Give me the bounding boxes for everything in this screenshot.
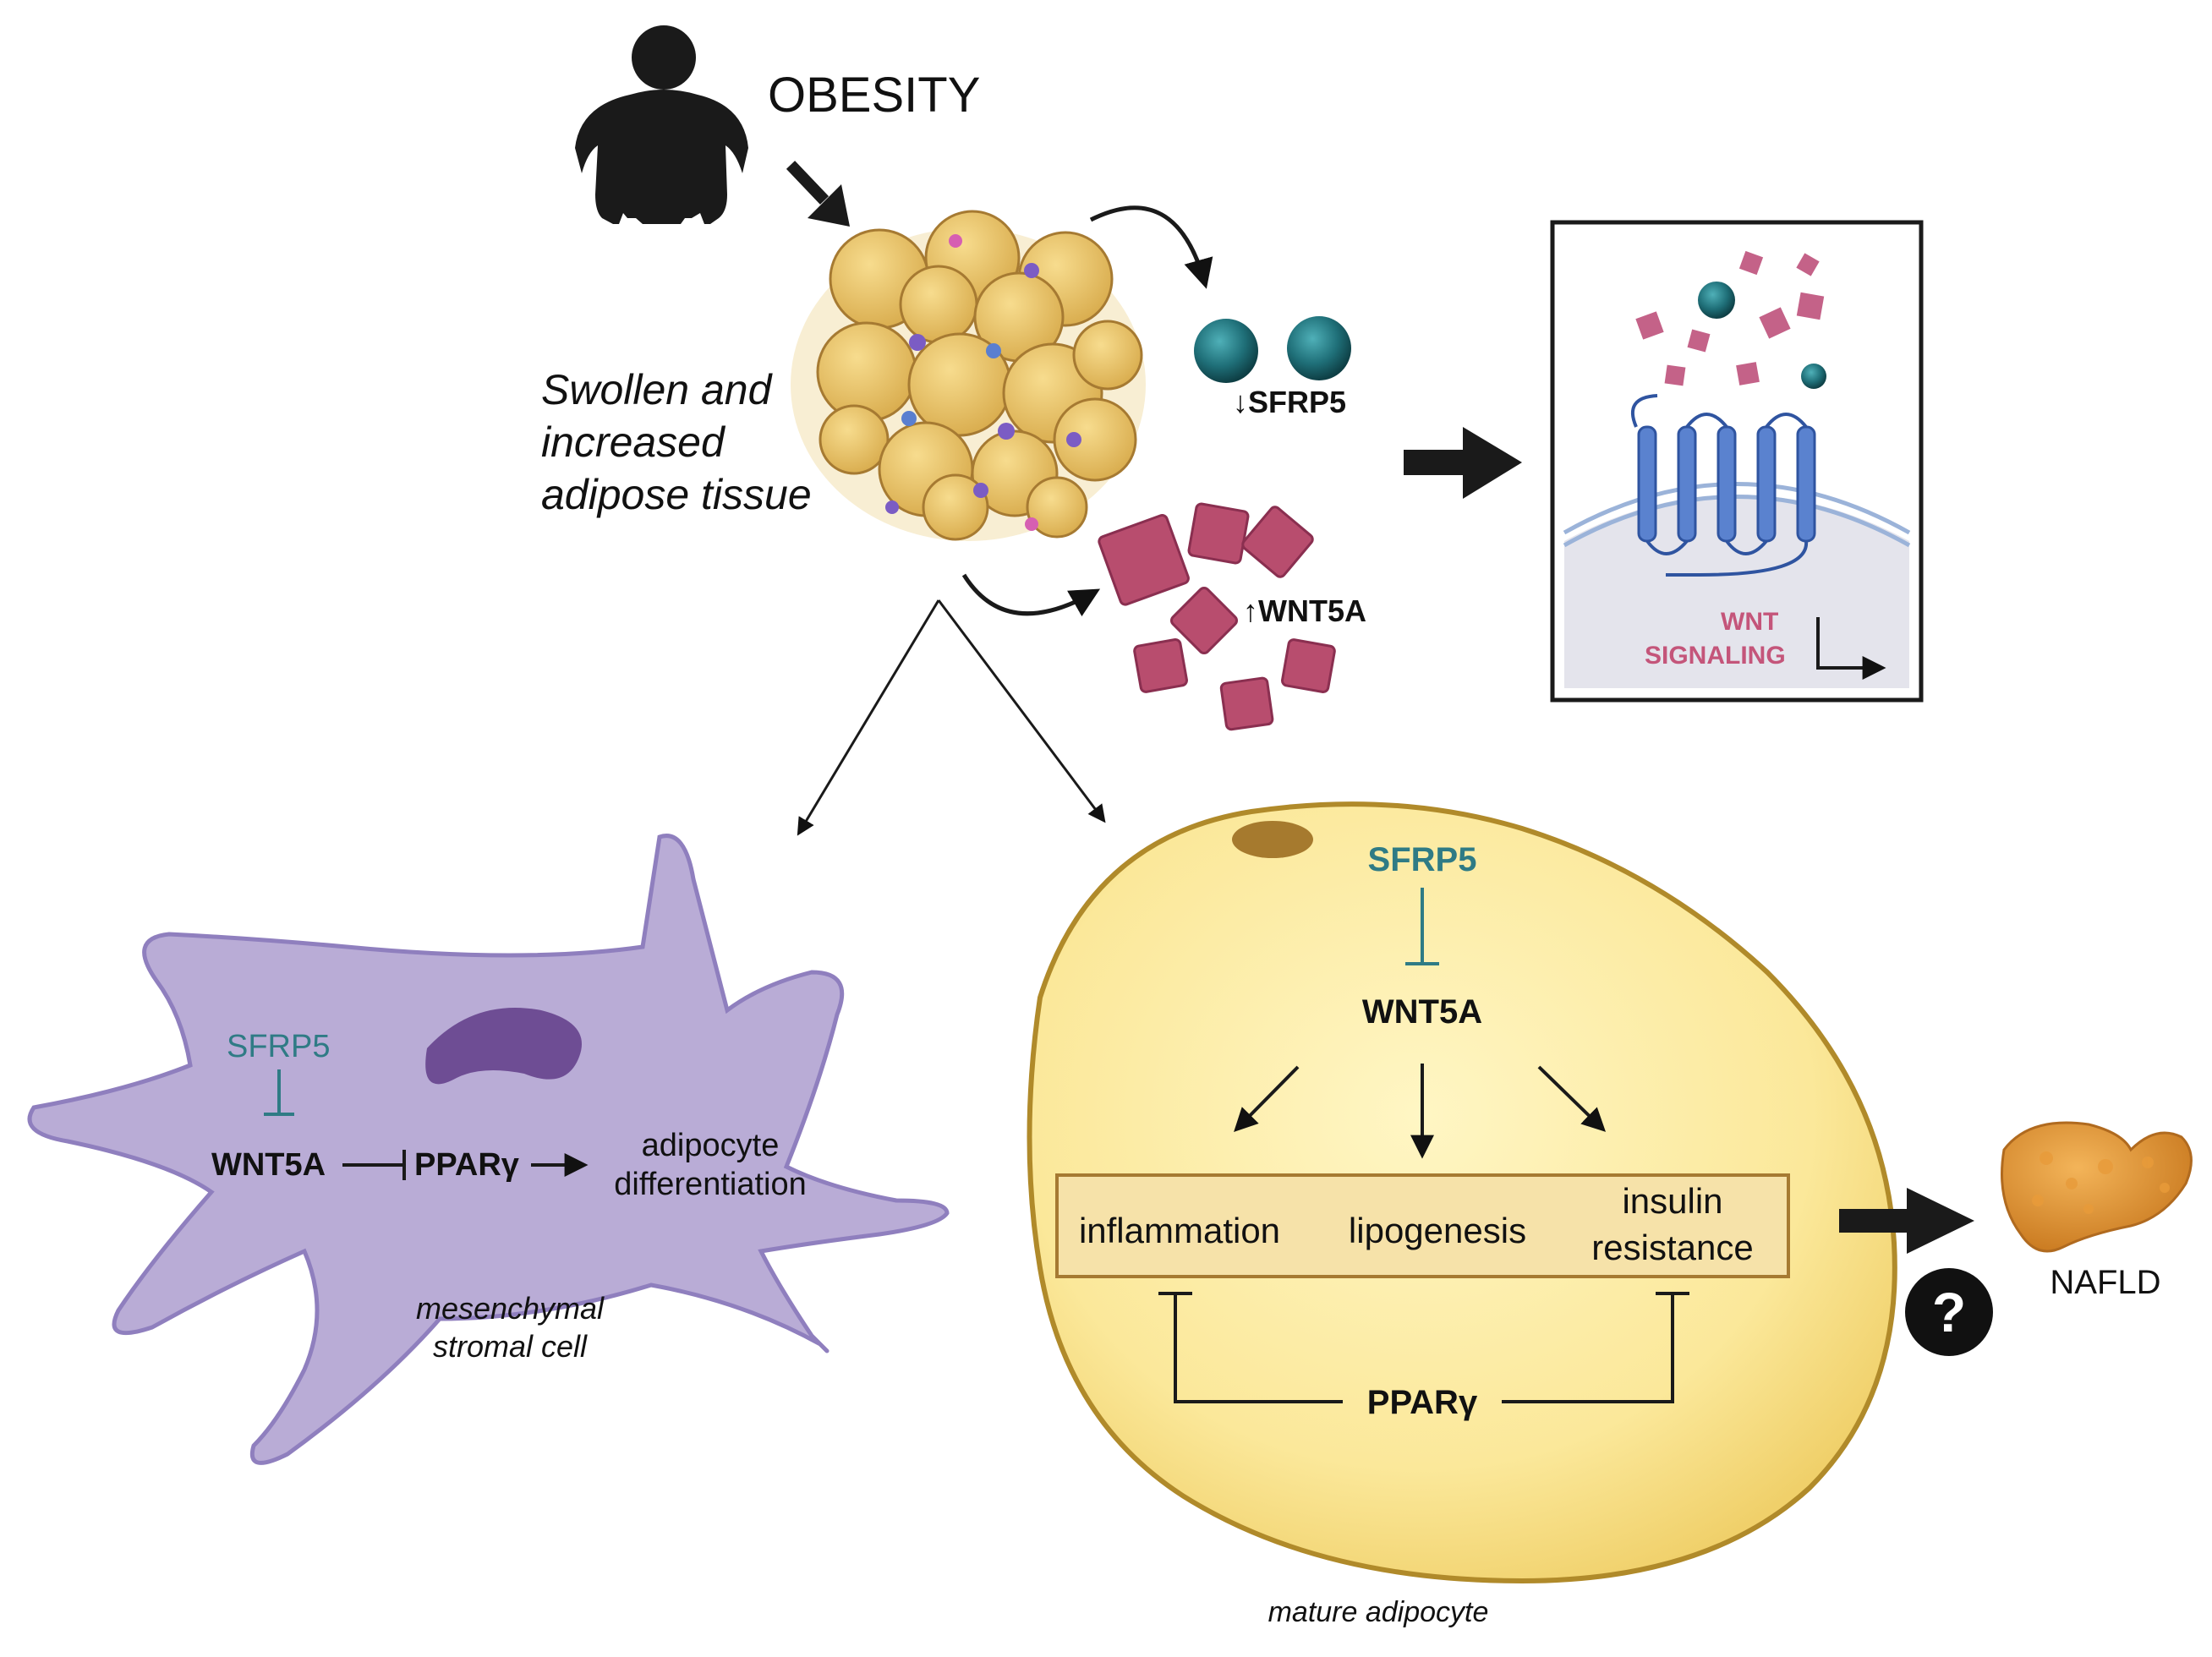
question-icon: ?	[1905, 1268, 1993, 1356]
wnt5a-squares	[1098, 502, 1336, 731]
sfrp5-decrease-label: ↓SFRP5	[1233, 385, 1346, 419]
msc-diff-line2: differentiation	[614, 1167, 806, 1202]
adipocyte-arrow-insulin	[1537, 1065, 1607, 1132]
msc-ppar-label: PPARγ	[414, 1147, 519, 1183]
effect-insulin-line1: insulin	[1622, 1181, 1722, 1221]
person-icon	[575, 25, 748, 224]
wnt-signaling-label-line1: WNT	[1721, 608, 1778, 636]
adipose-tissue-cluster	[791, 210, 1146, 541]
adipocyte-nucleus	[1232, 821, 1313, 858]
tissue-to-sfrp5-arrow	[1089, 205, 1213, 289]
wnt-signaling-box	[1550, 220, 1924, 703]
tissue-to-wnt5a-arrow	[961, 573, 1101, 617]
branch-arrow-to-adipocyte	[937, 599, 1106, 823]
adipocyte-arrow-inflammation	[1234, 1065, 1300, 1132]
adipocyte-sfrp5-label: SFRP5	[1368, 841, 1477, 878]
obesity-to-tissue-arrow	[786, 161, 850, 227]
to-wnt-signaling-arrow	[1404, 427, 1522, 499]
msc-caption-line1: mesenchymal	[416, 1291, 605, 1326]
msc-wnt5a-label: WNT5A	[211, 1147, 326, 1183]
sfrp5-spheres	[1194, 316, 1351, 383]
effect-insulin-line2: resistance	[1591, 1228, 1753, 1267]
wnt-signaling-label-line2: SIGNALING	[1645, 642, 1786, 670]
ppar-inhibition-bracket	[1158, 1292, 1689, 1403]
obesity-label: OBESITY	[768, 68, 980, 123]
msc-diff-line1: adipocyte	[642, 1128, 780, 1163]
effect-lipogenesis: lipogenesis	[1349, 1211, 1526, 1250]
effects-box	[1055, 1173, 1790, 1278]
to-nafld-arrow	[1839, 1188, 1974, 1254]
msc-nucleus	[425, 1008, 582, 1085]
adipocyte-wnt5a-label: WNT5A	[1362, 993, 1482, 1031]
adipocyte-caption: mature adipocyte	[1268, 1596, 1489, 1628]
nafld-label: NAFLD	[2050, 1264, 2160, 1301]
msc-cell-body	[27, 834, 950, 1465]
tissue-label-line2: increased	[541, 418, 726, 466]
tissue-label-line1: Swollen and	[541, 366, 774, 413]
branch-arrow-to-msc	[797, 599, 940, 836]
adipocyte-ppar-label: PPARγ	[1367, 1384, 1478, 1421]
wnt5a-increase-label: ↑WNT5A	[1243, 593, 1366, 628]
msc-caption-line2: stromal cell	[433, 1329, 588, 1364]
liver-spots	[2032, 1151, 2170, 1214]
question-mark: ?	[1932, 1281, 1966, 1343]
tissue-label-line3: adipose tissue	[541, 471, 812, 518]
effect-inflammation: inflammation	[1079, 1211, 1280, 1250]
msc-sfrp5-label: SFRP5	[227, 1029, 330, 1064]
